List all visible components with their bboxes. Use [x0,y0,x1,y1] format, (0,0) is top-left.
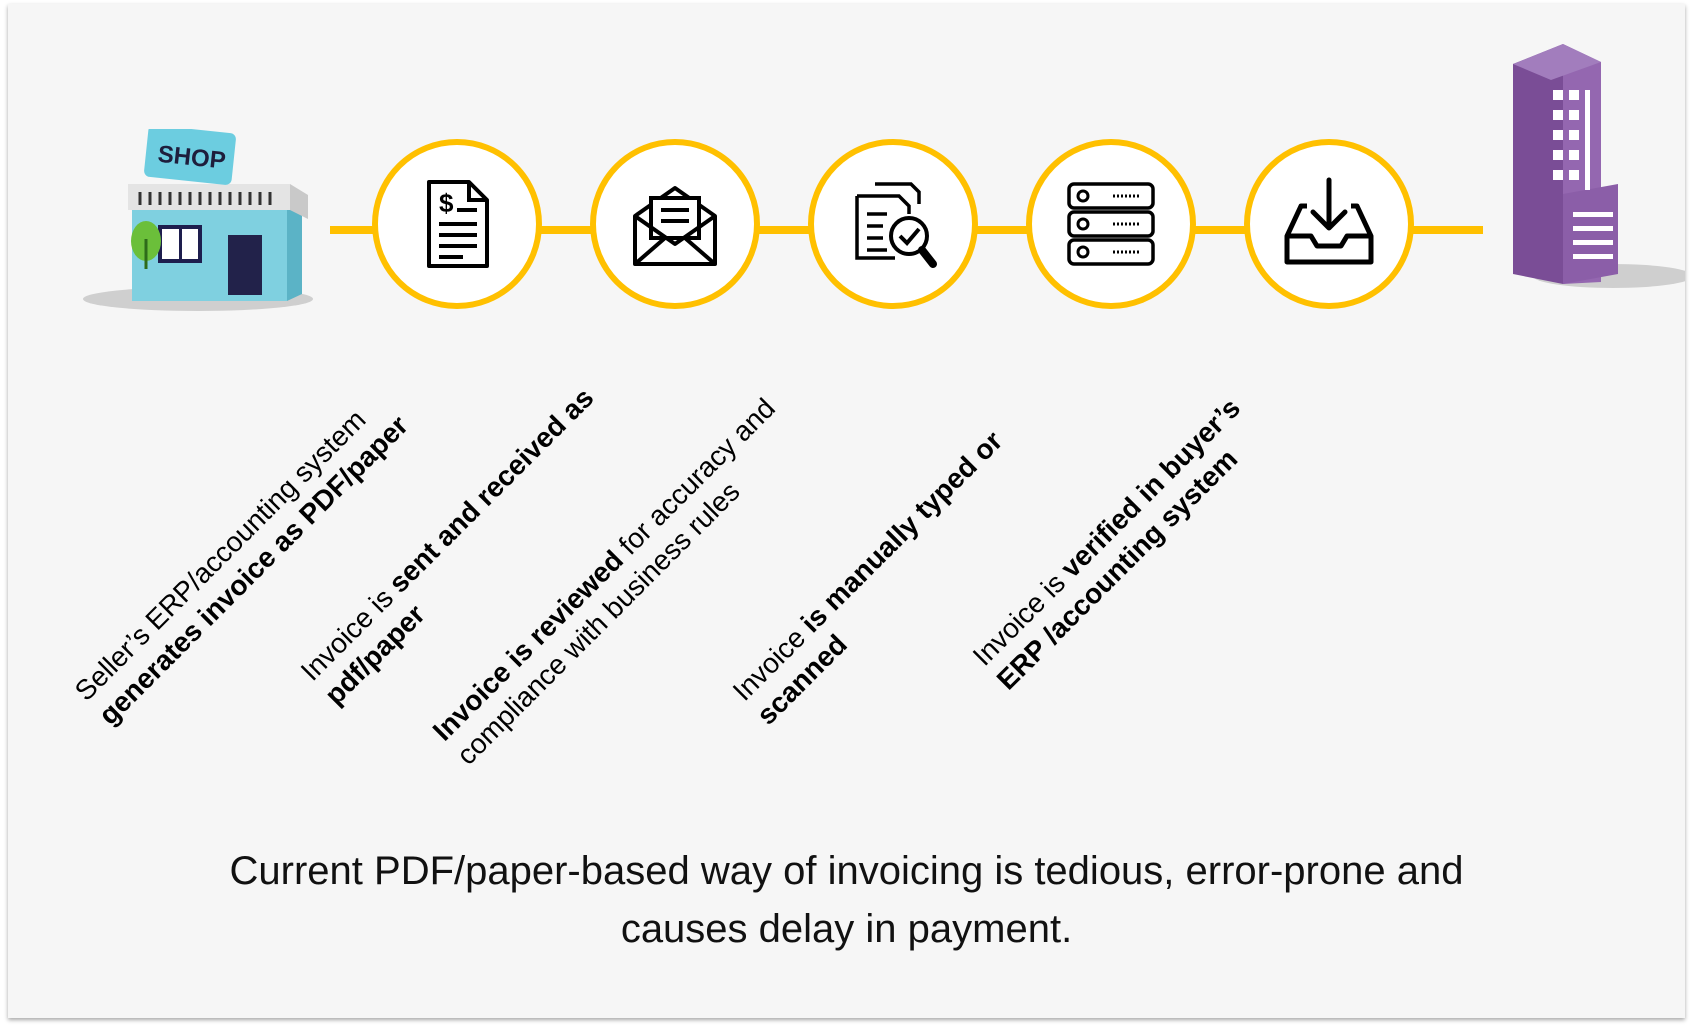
server-icon [1026,139,1196,309]
step-5-label: Invoice is verified in buyer’s ERP /acco… [966,392,1272,698]
office-building-icon [1513,44,1685,324]
step-4-line1-bold: is manually typed or [794,425,1009,639]
step-2-line1-bold: sent and received as [382,381,600,599]
slide: SHOP $ [8,4,1685,1018]
caption-line-2: causes delay in payment. [620,907,1073,951]
inbox-download-icon [1244,139,1414,309]
step-3-label: Invoice is reviewed for accuracy and com… [426,392,806,772]
envelope-icon [590,139,760,309]
document-review-icon [808,139,978,309]
invoice-document-icon: $ [372,139,542,309]
svg-text:$: $ [439,188,454,218]
caption: Current PDF/paper-based way of invoicing… [8,842,1685,958]
caption-line-1: Current PDF/paper-based way of invoicing… [229,849,1464,893]
step-5-line2: ERP /accounting system [990,443,1244,696]
shop-icon: SHOP [80,125,320,319]
